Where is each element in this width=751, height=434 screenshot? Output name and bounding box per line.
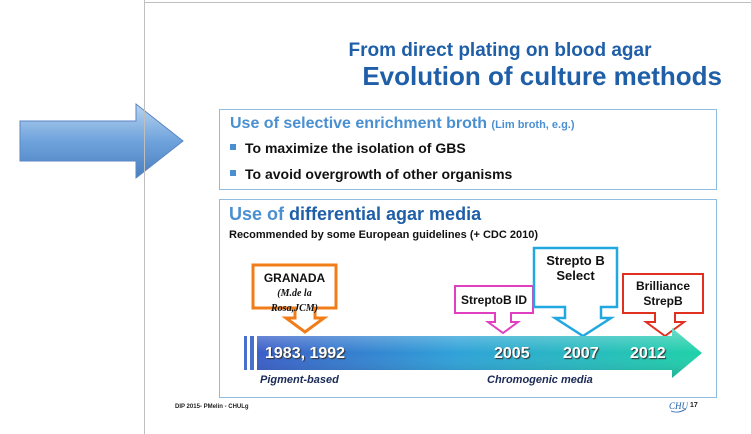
differential-heading: Use of differential agar media [229,204,481,225]
strepto-b-select-line2: Select [556,268,595,283]
slide-left-border [144,0,145,434]
enrichment-box: Use of selective enrichment broth (Lim b… [219,109,717,190]
differential-heading-part2: differential agar media [289,204,482,224]
chu-logo-icon: CHU [669,401,688,413]
bullet-square-icon [230,144,236,151]
bullet-text: To maximize the isolation of GBS [245,140,466,156]
brilliance-line1: Brilliance [635,279,691,293]
enrichment-heading-note: (Lim broth, e.g.) [491,119,575,131]
timeline-arrow [244,328,702,378]
footer-credit: DIP 2015- PMelin - CHULg [175,404,249,410]
timeline-year: 2005 [494,345,530,362]
granada-reference: (M.de la Rosa,JCM) [271,288,318,314]
differential-heading-part1: Use of [229,204,290,224]
enrichment-heading: Use of selective enrichment broth (Lim b… [230,115,575,133]
phase-chromogenic-label: Chromogenic media [487,374,593,386]
phase-pigment-label: Pigment-based [260,374,339,386]
strepto-b-select-callout-shape [532,246,619,338]
slide-top-border [144,2,751,3]
bullet-item: To avoid overgrowth of other organisms [230,166,512,182]
granada-name: GRANADA [263,271,326,285]
streptob-id-label: StreptoB ID [461,293,527,307]
svg-text:CHU: CHU [669,401,688,411]
granada-callout-shape [251,263,338,334]
streptob-id-callout-shape [454,285,534,335]
strepto-b-select-line1: Strepto B [546,253,605,268]
timeline-year: 1983, 1992 [265,345,346,362]
timeline-year: 2007 [563,345,599,362]
page-number: 17 [690,402,698,409]
bullet-item: To maximize the isolation of GBS [230,140,466,156]
brilliance-label: Brilliance StrepB [623,279,703,309]
brilliance-callout-shape [622,273,704,338]
slide-title-line2: Evolution of culture methods [362,61,722,91]
timeline-year: 2012 [630,345,666,362]
differential-subheading: Recommended by some European guidelines … [229,229,538,241]
bullet-text: To avoid overgrowth of other organisms [245,166,513,182]
brilliance-line2: StrepB [643,294,683,308]
bullet-square-icon [230,170,236,177]
strepto-b-select-label: Strepto B Select [534,253,617,283]
slide-title-line1: From direct plating on blood agar [348,40,652,61]
pointer-arrow-icon [19,102,184,180]
granada-label: GRANADA (M.de la Rosa,JCM) [253,271,336,316]
enrichment-heading-text: Use of selective enrichment broth [230,115,487,132]
